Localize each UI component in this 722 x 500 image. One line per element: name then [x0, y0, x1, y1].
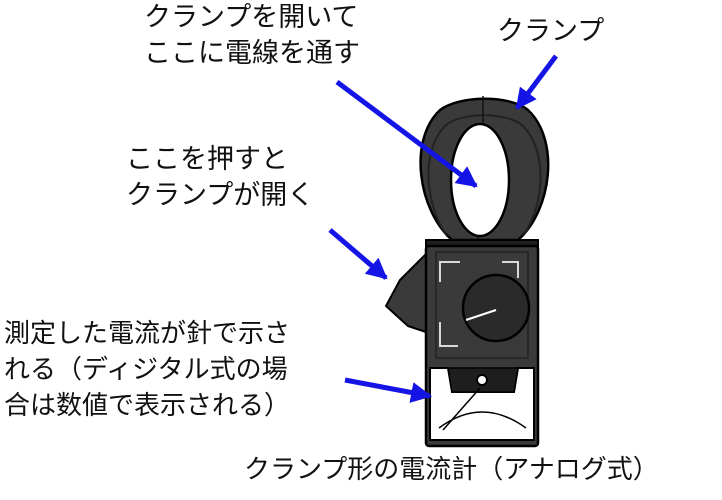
- label-clamp-text: クランプ: [497, 16, 605, 47]
- dial-pointer: [465, 309, 497, 321]
- needle-pivot: [476, 374, 488, 386]
- label-needle-line2: れる（ディジタル式の場: [4, 355, 288, 385]
- diagram-caption-text: クランプ形の電流計（アナログ式）: [244, 455, 659, 485]
- label-needle-line1: 測定した電流が針で示さ: [4, 319, 291, 349]
- label-open-clamp-line1: クランプを開いて: [144, 2, 359, 33]
- label-clamp: クランプ: [497, 14, 604, 50]
- label-press-here: ここを押すと クランプが開く: [126, 142, 314, 214]
- arrow-needle: [344, 377, 433, 403]
- label-open-clamp-line2: ここに電線を通す: [144, 38, 360, 69]
- meter-scale-arc: [438, 411, 527, 429]
- label-needle-line3: 合は数値で表示される）: [4, 391, 291, 421]
- label-press-here-line1: ここを押すと: [126, 144, 288, 175]
- arrow-clamp: [515, 54, 558, 110]
- meter-needle: [442, 387, 481, 431]
- arrow-open-clamp: [335, 79, 478, 189]
- clamp-opening: [449, 122, 511, 238]
- label-open-clamp: クランプを開いて ここに電線を通す: [144, 0, 360, 72]
- arrow-trigger: [328, 228, 388, 280]
- meter-face: [429, 367, 535, 441]
- label-press-here-line2: クランプが開く: [126, 180, 315, 211]
- diagram-caption: クランプ形の電流計（アナログ式）: [244, 452, 659, 488]
- clamp-jaw: [419, 96, 550, 244]
- range-dial: [461, 273, 531, 343]
- label-needle: 測定した電流が針で示さ れる（ディジタル式の場 合は数値で表示される）: [4, 316, 290, 424]
